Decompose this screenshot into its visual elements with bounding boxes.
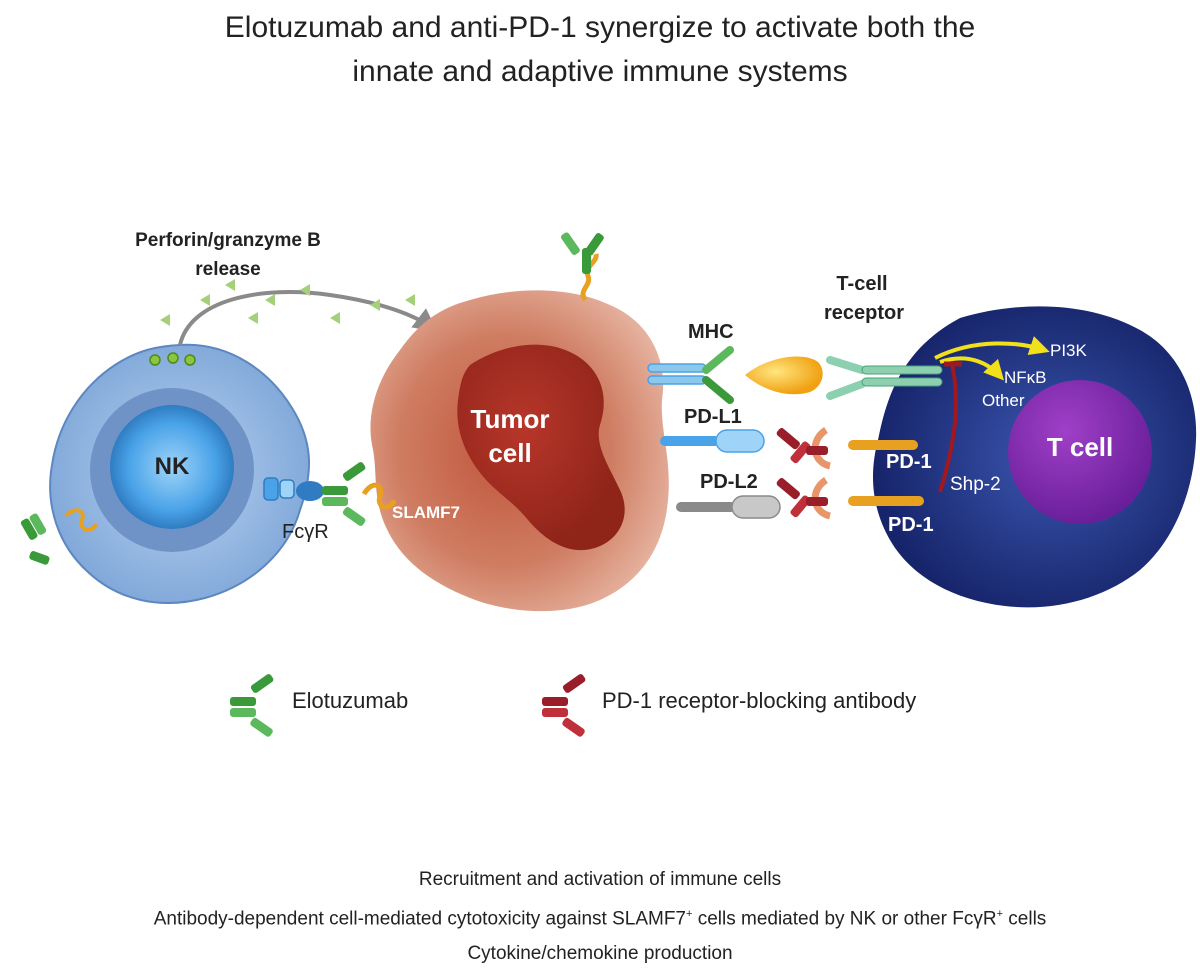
shp2-label: Shp-2 (950, 474, 1001, 495)
granzyme-triangles (160, 279, 415, 326)
tcell-label: T cell (1047, 432, 1113, 462)
shp2-inhibition-line (938, 363, 958, 493)
legend-elotuzumab-label: Elotuzumab (292, 688, 409, 713)
footer-line-1: Recruitment and activation of immune cel… (418, 869, 782, 890)
fcgr-receptor (263, 477, 324, 501)
pd1-antibody-bottom (776, 478, 828, 518)
t-cell-receptor (826, 356, 943, 400)
pdl1-ligand (660, 429, 765, 453)
perforin-label-line-1: Perforin/granzyme B (135, 230, 321, 251)
tcr-label-line-1: T-cell (836, 273, 887, 295)
pdl2-label: PD-L2 (700, 471, 758, 493)
mhc-molecule (647, 346, 734, 404)
nk-cell: NK (49, 343, 310, 604)
elotuzumab-on-nk (20, 508, 98, 565)
tumor-label-line-2: cell (488, 438, 531, 468)
fcgr-label: FcγR (282, 521, 329, 543)
tumor-nucleus (457, 344, 625, 551)
pdl1-label: PD-L1 (684, 406, 742, 428)
nfkb-label: NFκB (1004, 368, 1047, 387)
tumor-label-line-1: Tumor (471, 404, 550, 434)
pd1-label-bottom: PD-1 (888, 514, 934, 536)
elotuzumab-bridge (322, 462, 366, 526)
pdl2-ligand (676, 495, 781, 519)
nk-nucleus (110, 405, 234, 529)
mhc-label: MHC (688, 321, 734, 343)
pd1-antibody-top (776, 428, 828, 464)
footer-line-3: Cytokine/chemokine production (467, 943, 733, 965)
legend-pd1-antibody-label: PD-1 receptor-blocking antibody (602, 688, 917, 713)
slamf7-label: SLAMF7 (392, 503, 460, 522)
legend-elotuzumab-icon (230, 674, 274, 737)
title-line-1: Elotuzumab and anti-PD-1 synergize to ac… (224, 11, 976, 44)
granule-dots (149, 352, 196, 366)
tcr-signaling-arrows (934, 336, 1050, 381)
legend-pd1-antibody-icon (542, 674, 586, 737)
nk-label: NK (155, 453, 190, 480)
footer-text: Recruitment and activation of immune cel… (0, 862, 1200, 971)
t-cell-nucleus (1008, 380, 1152, 524)
slamf7-receptor (361, 482, 397, 510)
tumor-cell: Tumor cell (370, 290, 669, 612)
pi3k-label: PI3K (1050, 341, 1088, 360)
pd1-label-top: PD-1 (886, 451, 932, 473)
perforin-release-arrow (178, 290, 438, 346)
title-line-2: innate and adaptive immune systems (352, 55, 848, 88)
figure-title: Elotuzumab and anti-PD-1 synergize to ac… (0, 6, 1200, 94)
footer-line-2: Antibody-dependent cell-mediated cytotox… (153, 908, 1047, 930)
elotuzumab-top (561, 232, 604, 302)
other-label: Other (982, 391, 1025, 410)
perforin-label-line-2: release (195, 259, 261, 280)
tcr-label-line-2: receptor (824, 302, 904, 324)
antigen-peptide (745, 356, 823, 395)
